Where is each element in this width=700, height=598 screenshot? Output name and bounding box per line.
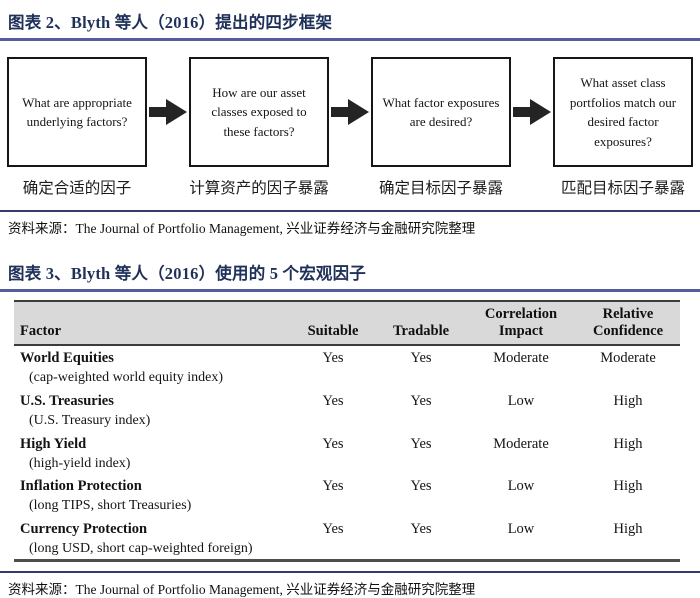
- tradable-cell: Yes: [410, 435, 432, 452]
- relative-confidence-cell: High: [613, 478, 643, 495]
- flow-step-3: What factor exposures are desired? 确定目标因…: [371, 57, 511, 198]
- factor-cell: U.S. Treasuries (U.S. Treasury index): [14, 389, 290, 432]
- factor-cell: High Yield (high-yield index): [14, 432, 290, 475]
- flow-step-3-label: 确定目标因子暴露: [378, 180, 503, 197]
- figure3-bottom-rule: [0, 571, 700, 574]
- right-arrow-icon: [329, 57, 371, 167]
- flow-step-1-label: 确定合适的因子: [22, 180, 132, 197]
- factor-detail: (long USD, short cap-weighted foreign): [29, 540, 253, 556]
- factor-name: Currency Protection: [20, 520, 148, 537]
- figure2-bottom-rule: [0, 210, 700, 212]
- flow-step-2-label: 计算资产的因子暴露: [189, 180, 329, 197]
- column-header-factor: Factor: [14, 301, 290, 347]
- factor-detail: (high-yield index): [29, 455, 131, 471]
- factor-detail: (long TIPS, short Treasuries): [29, 498, 192, 514]
- relative-confidence-cell: High: [613, 520, 643, 537]
- figure3-title: 图表 3、Blyth 等人（2016）使用的 5 个宏观因子: [8, 264, 367, 283]
- correlation-impact-cell: Moderate: [493, 350, 549, 367]
- tradable-cell: Yes: [410, 392, 432, 409]
- report-page: 图表 2、Blyth 等人（2016）提出的四步框架 What are appr…: [0, 13, 700, 597]
- correlation-impact-cell: Moderate: [493, 435, 549, 452]
- factor-cell: Currency Protection (long USD, short cap…: [14, 517, 290, 561]
- correlation-impact-cell: Low: [507, 392, 535, 409]
- suitable-cell: Yes: [322, 392, 344, 409]
- suitable-cell: Yes: [322, 350, 344, 367]
- factor-cell: World Equities (cap-weighted world equit…: [14, 345, 290, 389]
- right-arrow-icon: [511, 57, 553, 167]
- flow-step-4-box: What asset class portfolios match our de…: [553, 57, 693, 167]
- factor-detail: (U.S. Treasury index): [29, 413, 151, 429]
- column-header-tradable: Tradable: [376, 301, 466, 347]
- factor-name: U.S. Treasuries: [20, 392, 114, 409]
- table-header-row: Factor Suitable Tradable Correlation Imp…: [14, 301, 680, 347]
- factor-name: World Equities: [20, 350, 114, 367]
- column-header-correlation-impact: Correlation Impact: [466, 301, 576, 347]
- spacer: [0, 237, 700, 251]
- factor-cell: Inflation Protection (long TIPS, short T…: [14, 474, 290, 517]
- figure2-title: 图表 2、Blyth 等人（2016）提出的四步框架: [8, 13, 333, 32]
- figure3-title-underline: [0, 289, 700, 292]
- suitable-cell: Yes: [322, 520, 344, 537]
- table-row: Currency Protection (long USD, short cap…: [14, 517, 680, 561]
- right-arrow-icon: [147, 57, 189, 167]
- four-step-flow-diagram: What are appropriate underlying factors?…: [7, 57, 693, 198]
- factor-name: Inflation Protection: [20, 478, 142, 495]
- tradable-cell: Yes: [410, 520, 432, 537]
- table-row: Inflation Protection (long TIPS, short T…: [14, 474, 680, 517]
- relative-confidence-cell: High: [613, 392, 643, 409]
- relative-confidence-cell: High: [613, 435, 643, 452]
- flow-step-2: How are our asset classes exposed to the…: [189, 57, 329, 198]
- column-header-suitable: Suitable: [290, 301, 376, 347]
- correlation-impact-cell: Low: [507, 478, 535, 495]
- table-row: High Yield (high-yield index) Yes Yes Mo…: [14, 432, 680, 475]
- table-row: World Equities (cap-weighted world equit…: [14, 345, 680, 389]
- column-header-relative-confidence: Relative Confidence: [576, 301, 680, 347]
- table-row: U.S. Treasuries (U.S. Treasury index) Ye…: [14, 389, 680, 432]
- tradable-cell: Yes: [410, 350, 432, 367]
- flow-step-2-box: How are our asset classes exposed to the…: [189, 57, 329, 167]
- correlation-impact-cell: Low: [507, 520, 535, 537]
- flow-step-1: What are appropriate underlying factors?…: [7, 57, 147, 198]
- tradable-cell: Yes: [410, 478, 432, 495]
- figure2-title-underline: [0, 38, 700, 41]
- table-body: World Equities (cap-weighted world equit…: [14, 345, 680, 561]
- figure2-source: 资料来源：The Journal of Portfolio Management…: [8, 221, 476, 236]
- table-header: Factor Suitable Tradable Correlation Imp…: [14, 301, 680, 347]
- factor-name: High Yield: [20, 435, 87, 452]
- factor-detail: (cap-weighted world equity index): [29, 370, 223, 386]
- flow-step-1-box: What are appropriate underlying factors?: [7, 57, 147, 167]
- figure3-source: 资料来源：The Journal of Portfolio Management…: [8, 582, 476, 598]
- suitable-cell: Yes: [322, 435, 344, 452]
- flow-step-4: What asset class portfolios match our de…: [553, 57, 693, 198]
- relative-confidence-cell: Moderate: [600, 350, 656, 367]
- macro-factors-table: Factor Suitable Tradable Correlation Imp…: [14, 300, 680, 563]
- suitable-cell: Yes: [322, 478, 344, 495]
- flow-step-4-label: 匹配目标因子暴露: [560, 180, 685, 197]
- flow-step-3-box: What factor exposures are desired?: [371, 57, 511, 167]
